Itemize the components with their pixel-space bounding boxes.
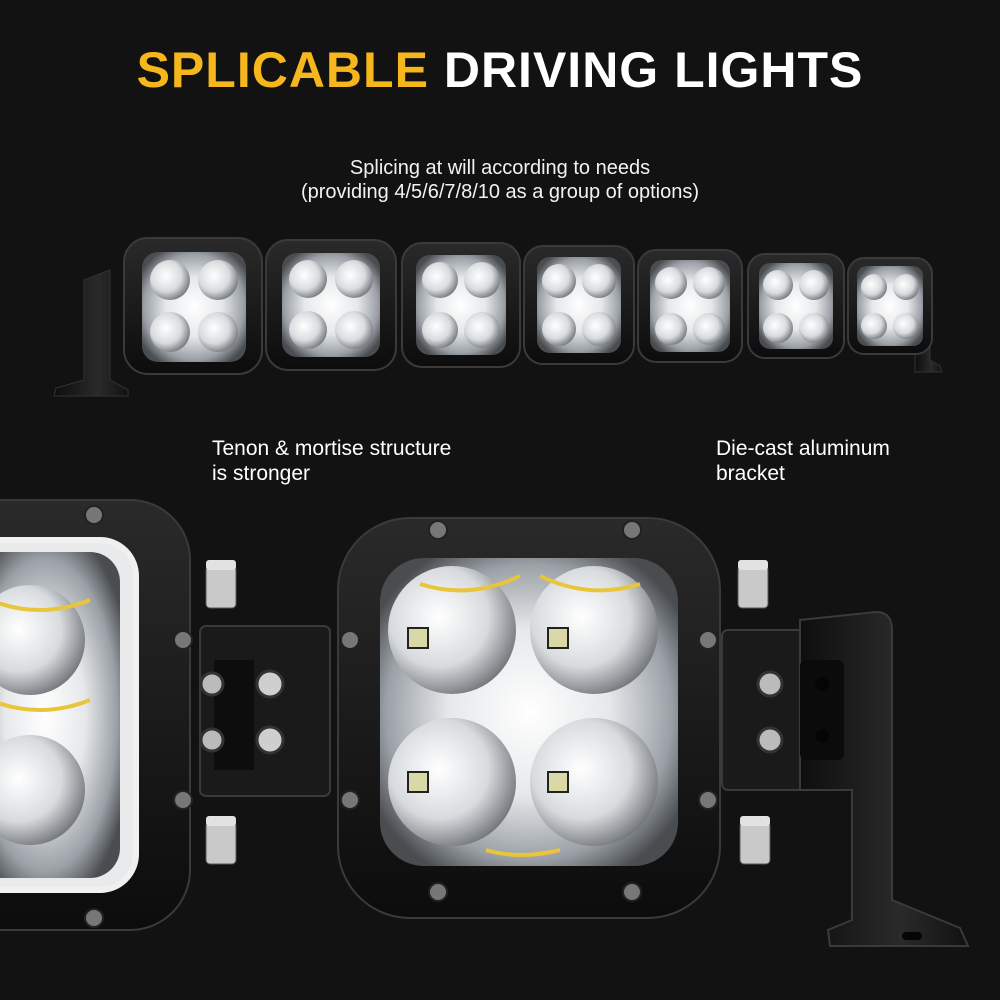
- feature-tenon-mortise: Tenon & mortise structure is stronger: [212, 436, 451, 486]
- light-module: [847, 257, 933, 355]
- headline-rest: DRIVING LIGHTS: [443, 42, 864, 98]
- closeup-left-module: [0, 499, 193, 931]
- bar-left-bracket: [53, 269, 129, 397]
- light-module: [747, 253, 845, 359]
- feature-die-cast-bracket: Die-cast aluminum bracket: [716, 436, 890, 486]
- closeup-main-module: [337, 517, 721, 919]
- feature-bracket-line-1: Die-cast aluminum: [716, 437, 890, 460]
- light-module: [401, 242, 521, 368]
- subtitle-line-1: Splicing at will according to needs: [349, 157, 651, 179]
- die-cast-bracket: [721, 560, 970, 947]
- feature-tenon-line-1: Tenon & mortise structure: [212, 437, 452, 460]
- headline-accent: SPLICABLE: [136, 42, 429, 98]
- subtitle: Splicing at will according to needs (pro…: [0, 156, 1000, 204]
- feature-bracket-line-2: bracket: [716, 462, 785, 485]
- light-module: [265, 239, 397, 371]
- subtitle-line-2: (providing 4/5/6/7/8/10 as a group of op…: [300, 181, 700, 203]
- feature-tenon-line-2: is stronger: [212, 462, 311, 485]
- light-module: [637, 249, 743, 363]
- headline: SPLICABLE DRIVING LIGHTS: [0, 40, 1000, 100]
- light-module: [523, 245, 635, 365]
- light-module: [123, 237, 263, 375]
- tenon-connector: [199, 560, 331, 865]
- light-bar: [53, 237, 943, 397]
